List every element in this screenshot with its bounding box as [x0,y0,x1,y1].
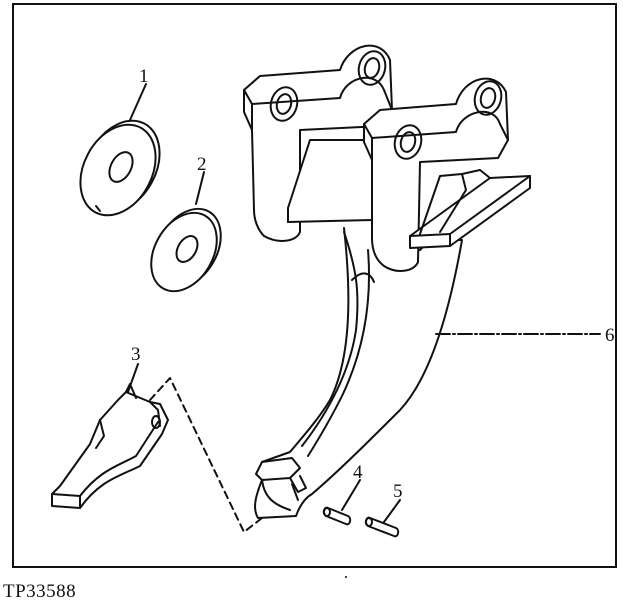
pin-part-4 [322,506,352,526]
ripper-tip-part-3 [51,383,169,509]
installation-dashed-line [149,377,263,533]
callout-1: 1 [139,66,149,87]
washer-part-1 [79,119,161,217]
callout-5: 5 [393,481,403,502]
figure-frame [12,3,617,568]
pin-part-5 [364,516,400,538]
callout-3: 3 [131,344,141,365]
callout-6: 6 [605,325,615,346]
scan-speck [345,576,347,578]
leader-line-4 [341,479,361,511]
callout-2: 2 [197,154,207,175]
leader-line-5 [383,499,401,523]
callout-4: 4 [353,462,363,483]
figure-code: TP33588 [3,581,77,602]
leader-line-2 [195,171,205,205]
leader-line-1 [129,83,147,121]
ripper-shank-part-6 [243,44,531,519]
washer-part-2 [150,207,222,293]
leader-line-3 [127,363,139,393]
